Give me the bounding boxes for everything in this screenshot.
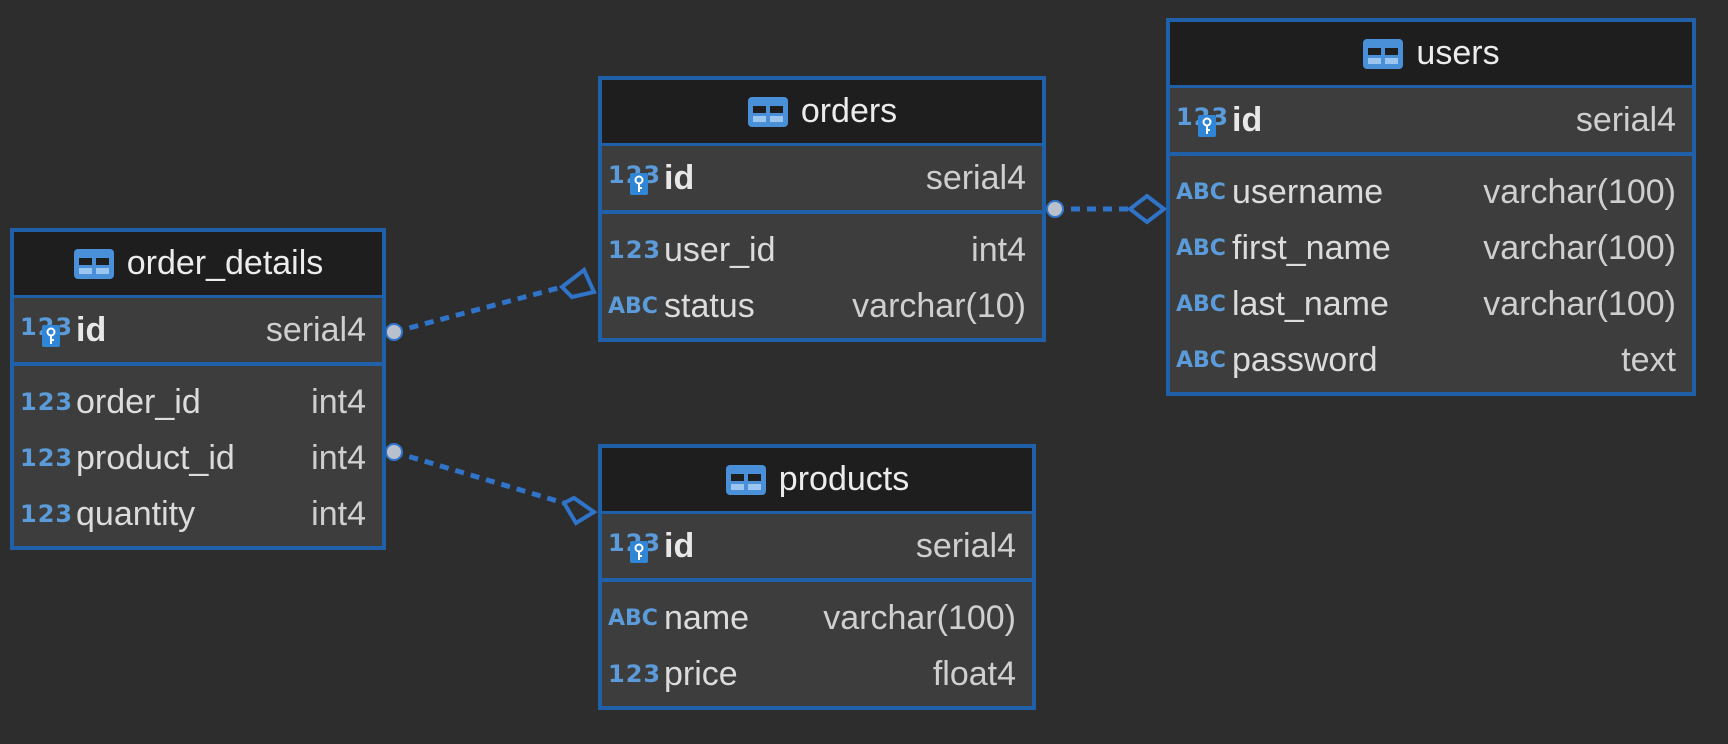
column-type: serial4 (265, 310, 366, 349)
column-name: id (664, 158, 695, 197)
numeric-icon: 123 (20, 388, 74, 416)
relationship-source-dot (385, 443, 403, 461)
column-row[interactable]: ABC status varchar(10) (608, 278, 1026, 334)
text-icon: ABC (608, 293, 658, 319)
numeric-icon: 123 (608, 660, 662, 688)
column-row[interactable]: ABC password text (1176, 332, 1676, 388)
column-row[interactable]: ABC first_name varchar(100) (1176, 220, 1676, 276)
numeric-icon: 123 (20, 500, 74, 528)
column-name: id (1232, 100, 1263, 139)
column-type: text (1621, 340, 1676, 379)
relationship-source-dot (1046, 200, 1064, 218)
columns-section: 123 user_id int4 ABC status varchar(10) (602, 214, 1042, 338)
text-icon: ABC (1176, 291, 1226, 317)
column-row[interactable]: 123 id serial4 (608, 146, 1026, 210)
primary-key-section: 123 id serial4 (602, 146, 1042, 214)
entity-title: users (1416, 34, 1500, 72)
table-icon (1363, 38, 1404, 69)
column-name: name (664, 598, 750, 637)
numeric-icon: 123 (608, 236, 662, 264)
column-type: serial4 (925, 158, 1026, 197)
columns-section: ABC name varchar(100) 123 price float4 (602, 582, 1032, 706)
column-row[interactable]: 123 id serial4 (1176, 88, 1676, 152)
relationship-order-details-to-products[interactable] (385, 443, 598, 526)
column-row[interactable]: 123 id serial4 (608, 514, 1016, 578)
column-name: quantity (76, 494, 196, 533)
numeric-icon: 123 (20, 444, 74, 472)
relationship-line (393, 284, 563, 335)
column-type: int4 (311, 382, 366, 421)
column-name: price (664, 654, 738, 693)
column-type: int4 (971, 230, 1026, 269)
entity-header[interactable]: users (1170, 22, 1692, 88)
entity-title: orders (800, 92, 898, 130)
primary-key-section: 123 id serial4 (14, 298, 382, 366)
column-name: first_name (1232, 228, 1391, 267)
relationship-target-diamond (558, 266, 597, 300)
table-icon (725, 464, 766, 495)
column-name: user_id (664, 230, 776, 269)
column-type: varchar(100) (823, 598, 1016, 637)
column-row[interactable]: 123 id serial4 (20, 298, 366, 362)
column-type: int4 (311, 438, 366, 477)
primary-key-icon: 123 (20, 313, 76, 347)
relationship-line (393, 449, 565, 506)
column-row[interactable]: 123 price float4 (608, 646, 1016, 702)
column-type: int4 (311, 494, 366, 533)
text-icon: ABC (1176, 347, 1226, 373)
primary-key-section: 123 id serial4 (602, 514, 1032, 582)
relationship-order-details-to-orders[interactable] (385, 266, 597, 341)
column-row[interactable]: 123 product_id int4 (20, 430, 366, 486)
primary-key-icon: 123 (608, 161, 664, 195)
primary-key-icon: 123 (1176, 103, 1232, 137)
relationship-source-dot (385, 323, 403, 341)
column-name: status (664, 286, 755, 325)
column-row[interactable]: ABC last_name varchar(100) (1176, 276, 1676, 332)
column-name: product_id (76, 438, 235, 477)
column-name: username (1232, 172, 1384, 211)
table-icon (747, 96, 788, 127)
column-row[interactable]: ABC name varchar(100) (608, 590, 1016, 646)
relationship-target-diamond (1126, 193, 1168, 225)
table-icon (73, 248, 114, 279)
entity-header[interactable]: orders (602, 80, 1042, 146)
entity-orders[interactable]: orders 123 id serial4 123 user_id int4 A… (598, 76, 1046, 342)
entity-title: order_details (126, 244, 324, 282)
column-name: id (664, 526, 695, 565)
relationship-orders-to-users[interactable] (1046, 193, 1168, 225)
column-type: varchar(100) (1483, 172, 1676, 211)
column-name: order_id (76, 382, 201, 421)
entity-header[interactable]: order_details (14, 232, 382, 298)
entity-users[interactable]: users 123 id serial4 ABC username varcha… (1166, 18, 1696, 396)
entity-products[interactable]: products 123 id serial4 ABC name varchar… (598, 444, 1036, 710)
primary-key-section: 123 id serial4 (1170, 88, 1692, 156)
primary-key-icon: 123 (608, 529, 664, 563)
column-type: varchar(100) (1483, 284, 1676, 323)
column-type: serial4 (1575, 100, 1676, 139)
entity-order-details[interactable]: order_details 123 id serial4 123 order_i… (10, 228, 386, 550)
column-row[interactable]: 123 user_id int4 (608, 222, 1026, 278)
text-icon: ABC (1176, 235, 1226, 261)
column-type: float4 (932, 654, 1016, 693)
column-name: password (1232, 340, 1378, 379)
column-type: varchar(100) (1483, 228, 1676, 267)
column-row[interactable]: 123 order_id int4 (20, 374, 366, 430)
entity-header[interactable]: products (602, 448, 1032, 514)
column-row[interactable]: 123 quantity int4 (20, 486, 366, 542)
column-type: serial4 (915, 526, 1016, 565)
relationship-target-diamond (561, 495, 598, 526)
column-name: last_name (1232, 284, 1389, 323)
column-row[interactable]: ABC username varchar(100) (1176, 164, 1676, 220)
text-icon: ABC (1176, 179, 1226, 205)
columns-section: ABC username varchar(100) ABC first_name… (1170, 156, 1692, 392)
column-name: id (76, 310, 107, 349)
text-icon: ABC (608, 605, 658, 631)
columns-section: 123 order_id int4 123 product_id int4 12… (14, 366, 382, 546)
column-type: varchar(10) (852, 286, 1026, 325)
entity-title: products (778, 460, 910, 498)
